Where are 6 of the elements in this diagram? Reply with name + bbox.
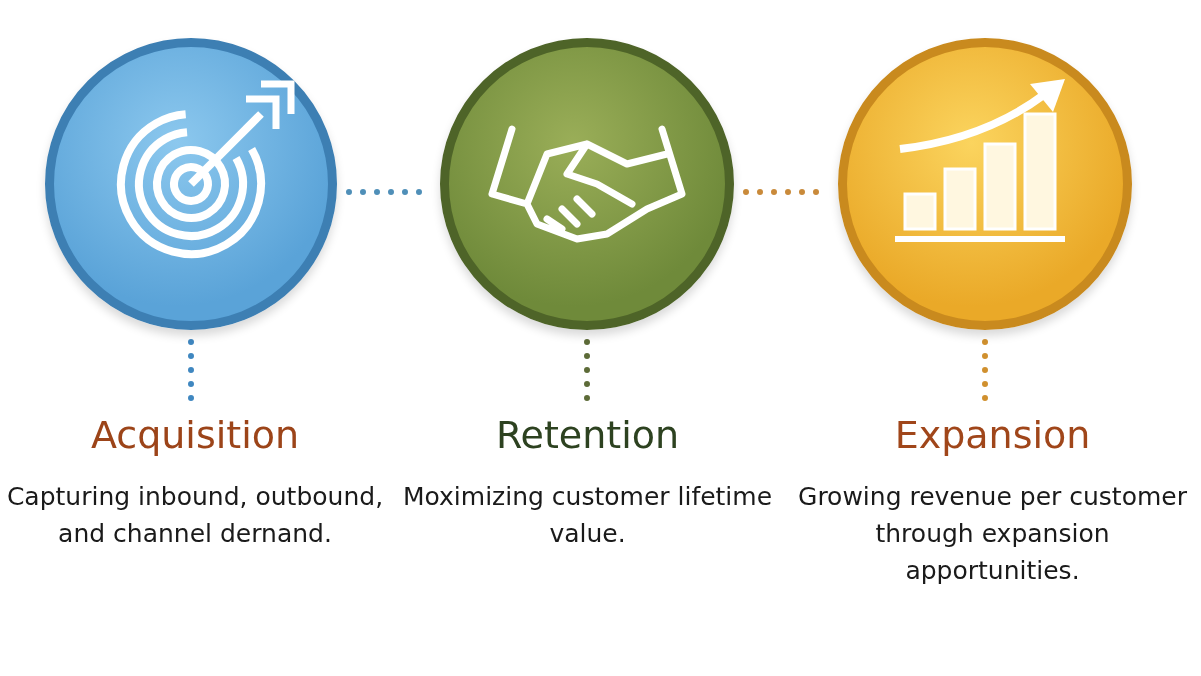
stage-title: Expansion <box>894 412 1091 458</box>
stage-description: Moximizing customer lifetime value. <box>401 481 774 550</box>
stage-title: Retention <box>495 412 680 458</box>
stage-description: Capturing inbound, outbound, and channel dernand. <box>5 481 385 550</box>
stage-title: Acquisition <box>90 412 300 458</box>
stage-description: Growing revenue per customer through expansion apportunities. <box>797 481 1188 587</box>
